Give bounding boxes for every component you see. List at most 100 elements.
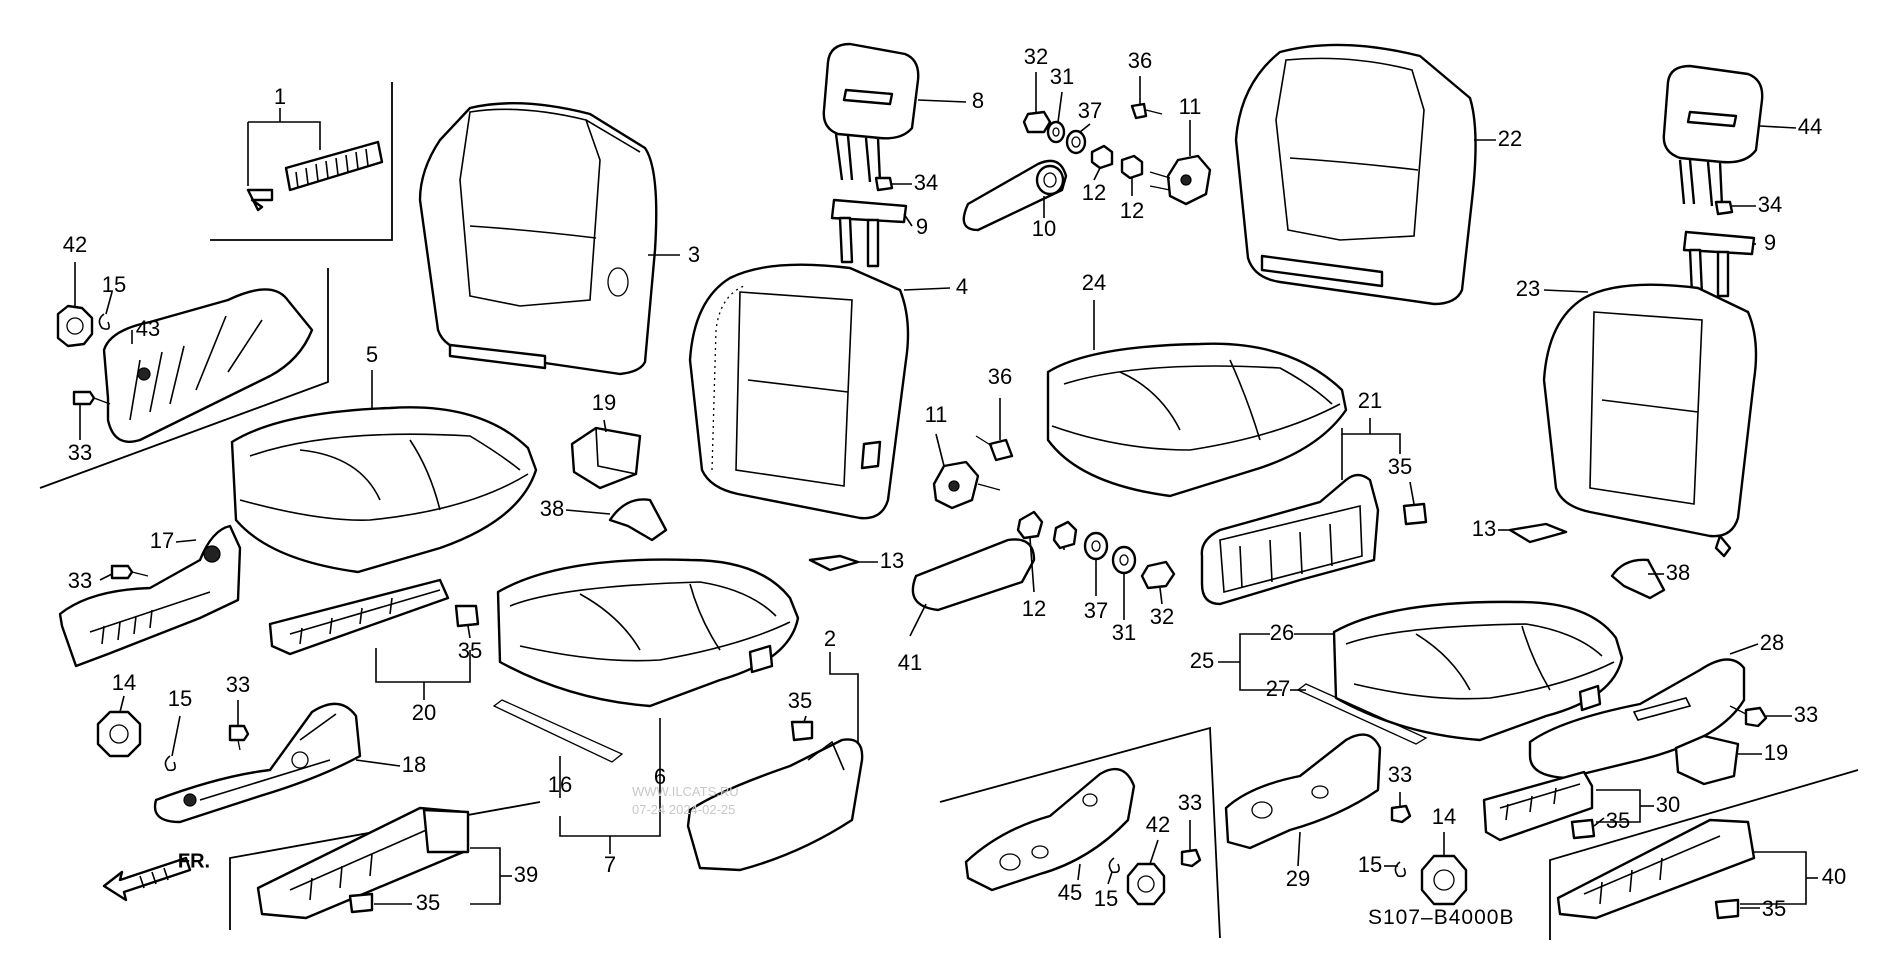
part-15-clip-b [164,755,176,772]
part-label: 28 [1760,630,1784,655]
part-32-nut [1022,110,1052,134]
part-40-rail-cover [1556,818,1756,920]
part-label: 30 [1656,792,1680,817]
part-label: 26 [1270,620,1294,645]
part-17-inner-cover [58,524,242,668]
part-label: 35 [788,688,812,713]
part-35-clip-d [1402,502,1428,526]
part-36-bolt [1130,102,1163,120]
part-label: 32 [1150,604,1174,629]
part-label: 33 [1794,702,1818,727]
part-33-screw [72,390,111,406]
part-label: 35 [1388,454,1412,479]
part-label: 15 [1358,852,1382,877]
part-label: 21 [1358,388,1382,413]
part-label: 33 [68,440,92,465]
part-label: 33 [1178,790,1202,815]
part-33-screw-c [228,724,250,751]
part-label: 42 [1146,812,1170,837]
part-33-screw-f [1180,848,1202,868]
part-31-washer [1046,120,1066,144]
part-label: 36 [988,364,1012,389]
part-label: 29 [1286,866,1310,891]
part-27-wire [1296,683,1428,745]
part-23-seat-back-pad [1542,283,1758,558]
part-13-cap [808,554,860,572]
part-38-clip-b [1610,558,1666,600]
part-label: 42 [63,232,87,257]
part-label: 15 [168,686,192,711]
part-4-seat-back-pad [688,263,910,520]
part-11-armrest-bracket-b [932,460,1001,510]
part-label: 31 [1112,620,1136,645]
part-label: 25 [1190,648,1214,673]
part-9-headrest-guide [830,198,908,268]
part-label: 27 [1266,676,1290,701]
part-26-seat-cushion-pad [1332,600,1624,742]
part-label: 16 [548,772,572,797]
part-label: 34 [914,170,938,195]
part-label: 33 [1388,762,1412,787]
part-45-recliner-cover [964,767,1136,892]
part-label: 20 [412,700,436,725]
part-label: 24 [1082,270,1106,295]
part-35-clip-f [1714,898,1740,920]
part-label: 6 [654,764,666,789]
part-6-seat-cushion-pad [496,558,800,708]
part-label: 35 [416,890,440,915]
part-37-washer [1065,129,1087,155]
part-label: 18 [402,752,426,777]
part-label: 35 [1606,808,1630,833]
part-label: 22 [1498,126,1522,151]
part-42-knob [56,304,94,348]
part-8-headrest [822,42,920,183]
part-label: 12 [1120,198,1144,223]
part-30-rail-cover [1482,770,1594,842]
part-label: 33 [226,672,250,697]
part-label: 9 [1764,230,1776,255]
part-label: 15 [102,272,126,297]
part-43-recliner-cover [102,288,314,443]
diagram-code: S107–B4000B [1368,906,1514,929]
part-label: 38 [540,496,564,521]
direction-label: FR. [178,850,210,872]
part-label: 14 [112,670,136,695]
front-direction-arrow: FR. [102,850,210,902]
part-9-headrest-guide-b [1682,230,1756,298]
part-19-cover-b [1674,734,1740,786]
part-label: 44 [1798,114,1822,139]
part-label: 10 [1032,216,1056,241]
part-label: 11 [1179,94,1202,119]
part-label: 37 [1078,98,1102,123]
part-39-rail-cover [256,806,470,920]
part-15-clip-c [1394,861,1406,878]
part-label: 33 [68,568,92,593]
part-label: 13 [1472,516,1496,541]
part-label: 5 [366,342,378,367]
part-16-wire [492,699,624,763]
part-38-clip [608,498,668,542]
part-label: 35 [458,638,482,663]
part-label: 15 [1094,886,1118,911]
part-label: 19 [592,390,616,415]
part-33-screw-d [1729,705,1768,728]
part-label: 12 [1022,596,1046,621]
part-35-clip-e [1570,818,1596,840]
part-34-screw [874,176,894,192]
part-3-seat-back-cover [418,102,658,376]
part-33-screw-e [1390,804,1412,824]
part-10-armrest-small [962,159,1068,232]
part-label: 34 [1758,192,1782,217]
part-label: 37 [1084,598,1108,623]
part-label: 8 [972,88,984,113]
part-34-screw-b [1714,200,1734,216]
part-label: 7 [604,852,616,877]
part-37-washer-lower [1083,531,1109,561]
part-label: 11 [925,402,948,427]
part-13-cap-b [1508,522,1568,544]
part-41-armrest [911,538,1036,612]
part-label: 39 [514,862,538,887]
part-21-inner-cover [1200,473,1380,606]
part-18-recliner-cover-front [153,702,362,824]
part-label: 36 [1128,48,1152,73]
